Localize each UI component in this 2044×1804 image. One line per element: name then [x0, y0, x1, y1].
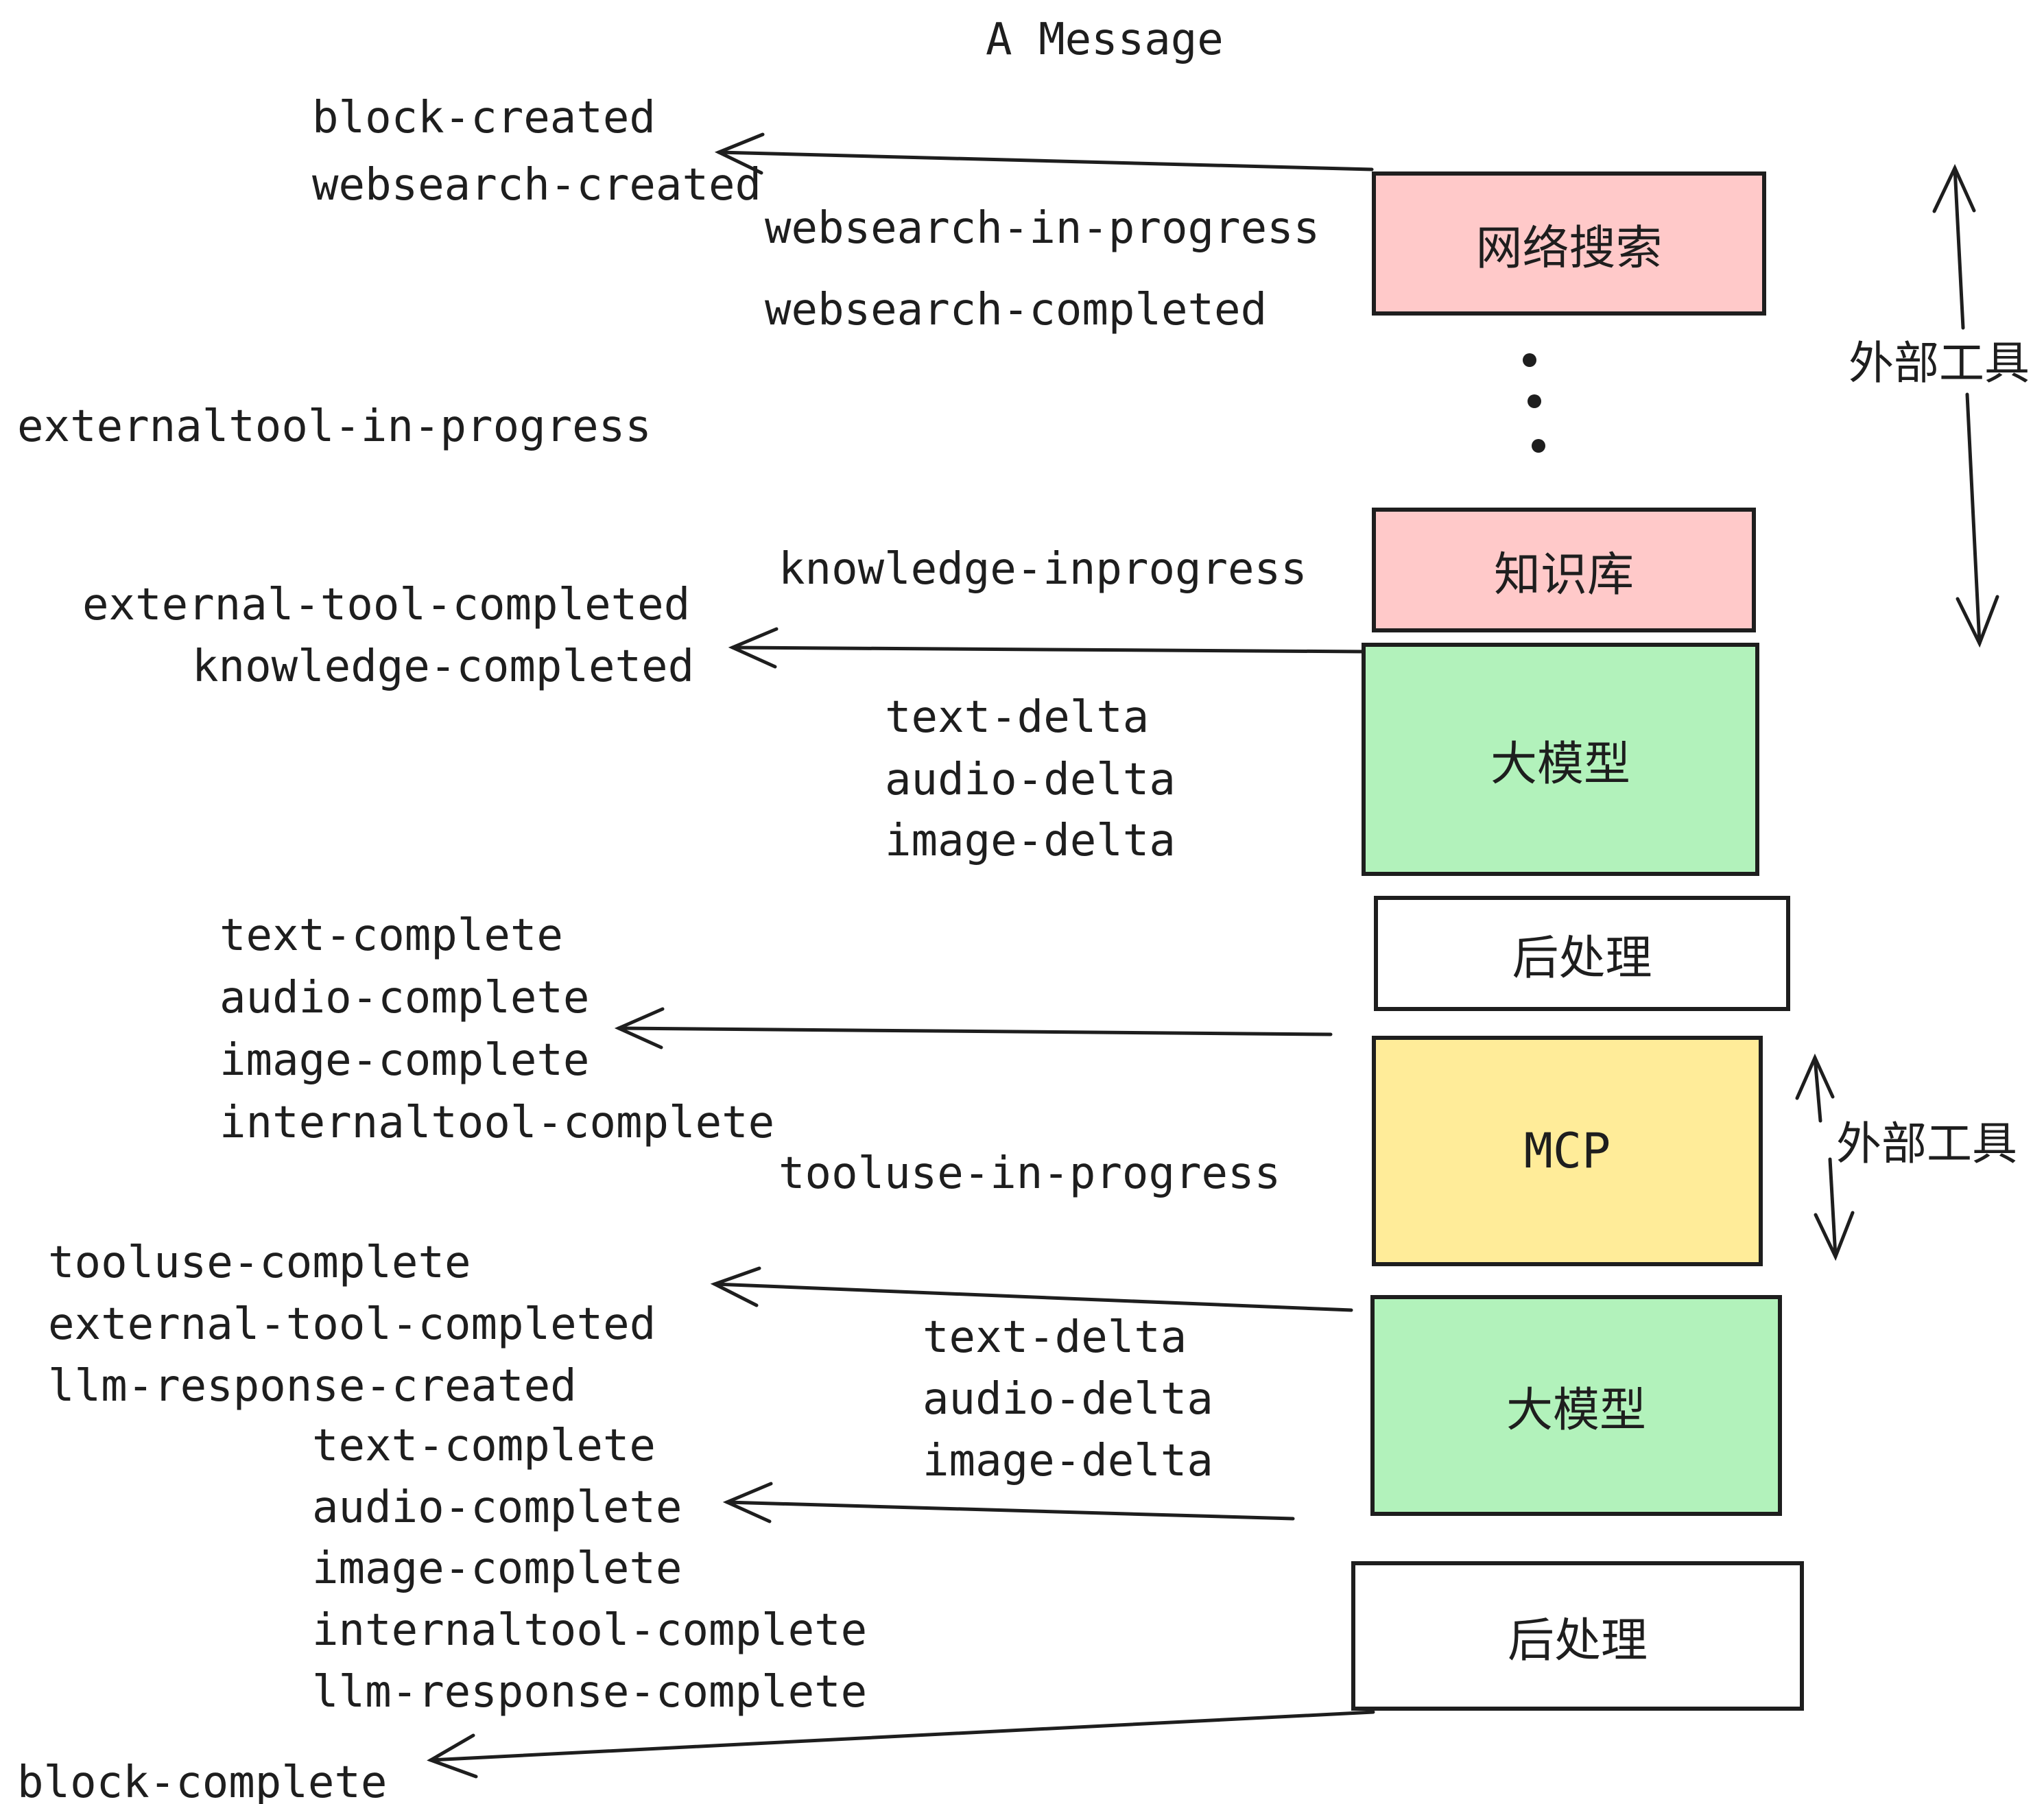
event-llm-response-complete: llm-response-complete — [312, 1667, 868, 1718]
arrow-llm2-to-audio-complete — [722, 1482, 1295, 1523]
box-post-2-label: 后处理 — [1507, 1613, 1648, 1668]
event-text-complete-2: text-complete — [312, 1421, 656, 1471]
diagram-title: A Message — [986, 14, 1224, 65]
arrow-llm1-to-knowledge-completed — [728, 627, 1368, 669]
event-image-delta-2: image-delta — [923, 1436, 1213, 1486]
ellipsis-dot — [1523, 353, 1536, 367]
event-audio-delta-1: audio-delta — [885, 755, 1176, 805]
event-websearch-in-progress: websearch-in-progress — [765, 203, 1320, 254]
event-websearch-completed: websearch-completed — [765, 285, 1268, 335]
external-tools-bottom-down-arrow — [1814, 1157, 1855, 1261]
arrow-websearch-to-block-created — [714, 132, 1374, 175]
box-post-2: 后处理 — [1351, 1561, 1804, 1711]
event-image-delta-1: image-delta — [885, 816, 1176, 866]
event-text-delta-2: text-delta — [923, 1312, 1187, 1363]
event-websearch-created: websearch-created — [312, 160, 762, 211]
external-tools-label-top: 外部工具 — [1849, 337, 2030, 390]
external-tools-top-up-arrow — [1932, 164, 1976, 330]
event-audio-complete-2: audio-complete — [312, 1482, 682, 1533]
event-externaltool-in-progress: externaltool-in-progress — [17, 401, 652, 452]
event-audio-complete-1: audio-complete — [219, 973, 590, 1023]
event-image-complete-1: image-complete — [219, 1035, 590, 1086]
ellipsis-dot — [1532, 439, 1545, 453]
event-external-tool-completed: external-tool-completed — [82, 580, 691, 630]
box-llm-1-label: 大模型 — [1490, 737, 1630, 792]
event-text-complete-1: text-complete — [219, 910, 563, 961]
event-llm-response-created: llm-response-created — [48, 1361, 577, 1412]
external-tools-top-down-arrow — [1956, 392, 1999, 648]
event-knowledge-inprogress: knowledge-inprogress — [779, 544, 1307, 595]
event-block-complete: block-complete — [17, 1757, 388, 1804]
box-mcp-label: MCP — [1523, 1123, 1611, 1179]
arrow-post2-to-block-complete — [427, 1710, 1375, 1779]
event-text-delta-1: text-delta — [885, 692, 1150, 743]
box-knowledge: 知识库 — [1372, 508, 1756, 632]
box-mcp: MCP — [1372, 1036, 1763, 1266]
external-tools-bottom-up-arrow — [1795, 1053, 1835, 1123]
event-external-tool-completed-2: external-tool-completed — [48, 1299, 656, 1350]
box-websearch-label: 网络搜索 — [1475, 221, 1663, 276]
event-tooluse-in-progress: tooluse-in-progress — [779, 1148, 1281, 1199]
event-image-complete-2: image-complete — [312, 1543, 682, 1594]
event-internaltool-complete-2: internaltool-complete — [312, 1605, 868, 1656]
box-post-1: 后处理 — [1374, 896, 1790, 1011]
box-llm-2-label: 大模型 — [1506, 1383, 1646, 1438]
arrow-mcp-to-tooluse-complete — [710, 1266, 1353, 1312]
event-knowledge-completed: knowledge-completed — [192, 641, 695, 692]
box-knowledge-label: 知识库 — [1493, 547, 1634, 602]
arrow-post1-to-image-complete — [614, 1007, 1333, 1049]
box-llm-1: 大模型 — [1362, 643, 1759, 876]
event-audio-delta-2: audio-delta — [923, 1374, 1213, 1425]
event-internaltool-complete-1: internaltool-complete — [219, 1097, 775, 1148]
box-websearch: 网络搜索 — [1372, 171, 1766, 316]
ellipsis-dot — [1528, 394, 1541, 408]
box-llm-2: 大模型 — [1370, 1295, 1782, 1516]
box-post-1-label: 后处理 — [1512, 931, 1652, 986]
event-block-created: block-created — [312, 93, 656, 143]
event-tooluse-complete: tooluse-complete — [48, 1237, 471, 1288]
external-tools-label-bottom: 外部工具 — [1836, 1117, 2017, 1170]
